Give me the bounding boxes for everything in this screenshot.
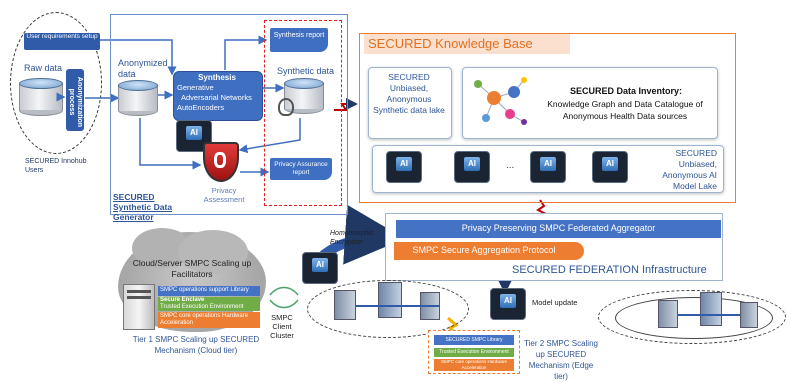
anonymized-data-label: Anonymized data [118, 58, 168, 79]
synthesis-report-doc [270, 28, 328, 52]
raw-data-database-icon [19, 78, 63, 116]
smpc-ops-library-label: SMPC operations support Library [160, 287, 249, 293]
federated-aggregator-label: Privacy Preserving SMPC Federated Aggreg… [461, 223, 656, 233]
knowledge-base-header [364, 34, 570, 54]
knowledge-base-panel [359, 33, 736, 203]
secure-enclave-label: Secure Enclave [160, 297, 205, 303]
privacy-report-label: Privacy Assurance report [274, 161, 328, 176]
building-icon [658, 300, 678, 328]
client-cluster-label: SMPC Client Cluster [270, 313, 294, 340]
knowledge-graph-icon [474, 77, 527, 125]
secure-enclave-bar [158, 297, 260, 311]
synthesis-item-2: Adversarial Networks [181, 93, 252, 102]
edge-tee-bar [434, 348, 514, 357]
server-slot [127, 290, 151, 293]
client-cluster-ellipse [307, 280, 469, 338]
synthetic-data-label: Synthetic data [277, 66, 335, 76]
cloud-bump-2 [178, 230, 248, 274]
edge-tee-label: Trusted Execution Environment [439, 349, 509, 355]
edge-hw-label: SMPC core operations Hardware Accelerati… [440, 359, 508, 370]
ai-chip-icon: AI [530, 151, 566, 183]
ai-chip-icon: AI [386, 151, 422, 183]
cluster-link [678, 314, 740, 316]
ai-chip-icon: AI [592, 151, 628, 183]
secure-aggregation-label: SMPC Secure Aggregation Protocol [412, 245, 556, 255]
anonymized-data-database-icon [118, 80, 158, 116]
server-slot [127, 296, 151, 299]
edge-library-label: SECURED SMPC Library [445, 337, 503, 343]
synthesis-report-label: Synthesis report [273, 32, 325, 39]
synthetic-lake-label: SECURED Unbiased, Anonymous Synthetic da… [373, 72, 445, 115]
synthesis-title: Synthesis [198, 73, 236, 82]
ai-chip-icon: AI [454, 151, 490, 183]
synthesis-box [173, 71, 263, 121]
client-cluster-ellipse [598, 290, 786, 344]
ai-chip-icon: AI [490, 288, 526, 320]
synthesis-item-3: AutoEncoders [177, 103, 225, 112]
ai-model-lake-label: SECURED Unbiased, Anonymous AI Model Lak… [662, 148, 717, 191]
smpc-ops-library-bar [158, 286, 260, 296]
innohub-users-ellipse [10, 12, 102, 154]
innohub-users-label: SECURED Innohub Users [25, 158, 87, 174]
raw-data-label: Raw data [24, 63, 63, 73]
privacy-report-doc [270, 158, 332, 180]
data-inventory-title: SECURED Data Inventory: [570, 86, 683, 96]
edge-hw-bar [434, 359, 514, 371]
fingerprint-icon [278, 98, 294, 116]
user-requirements-box [24, 33, 100, 50]
tier1-label: Tier 1 SMPC Scaling up SECURED Mechanism… [132, 335, 260, 355]
privacy-assessment-label: Privacy Assessment [203, 186, 245, 204]
building-icon [334, 290, 356, 320]
client-cluster-ellipse-inner [615, 297, 773, 339]
data-inventory-card [462, 67, 718, 139]
user-requirements-label: User requirements setup [26, 33, 98, 40]
smpc-core-hw-bar [158, 312, 260, 328]
ai-chip-ellipsis: ... [506, 160, 515, 171]
model-update-label: Model update [532, 298, 578, 307]
tier2-label: Tier 2 SMPC Scaling up SECURED Mechanism… [524, 339, 598, 381]
reports-dashed-box [264, 20, 342, 206]
anonymization-process-box [66, 69, 84, 131]
shield-check-icon [214, 152, 226, 168]
synthesis-item-1: Generative [177, 83, 214, 92]
tee-label: Trusted Execution Environment [160, 304, 244, 310]
knowledge-base-title: SECURED Knowledge Base [368, 36, 533, 51]
ai-chip-icon: AI [302, 252, 338, 284]
federation-infra-label: SECURED FEDERATION Infrastructure [512, 264, 707, 276]
building-icon [740, 302, 758, 328]
building-icon [378, 282, 402, 318]
edge-library-bar [434, 335, 514, 345]
secure-aggregation-bar [394, 242, 584, 260]
smpc-core-hw-label: SMPC core operations Hardware Accelerati… [160, 313, 249, 326]
synthetic-generator-title: SECURED Synthetic Data Generator [113, 192, 173, 222]
homomorphic-encryption-label: Homomorphic Encryption [330, 230, 374, 246]
cluster-link [356, 305, 440, 307]
building-icon [700, 292, 722, 326]
data-inventory-desc: Knowledge Graph and Data Catalogue of An… [547, 99, 703, 121]
federated-aggregator-bar [396, 220, 721, 238]
synthetic-generator-panel [110, 14, 348, 215]
synthetic-lake-card [368, 67, 452, 139]
cloud-facilitators-label: Cloud/Server SMPC Scaling up Facilitator… [132, 258, 252, 279]
